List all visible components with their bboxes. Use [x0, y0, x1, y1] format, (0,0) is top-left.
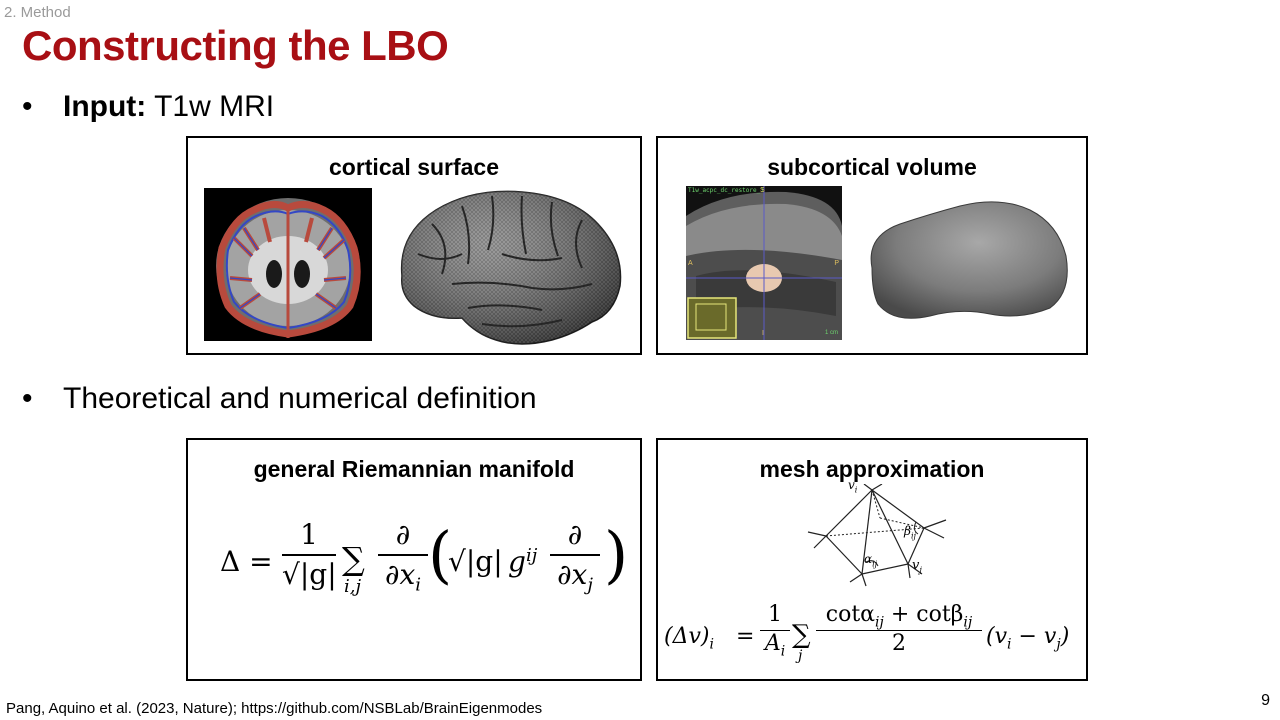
partial-denominator: ∂x	[384, 558, 416, 591]
cot-summation-symbol: ∑	[792, 620, 811, 650]
mri-orient-top: S	[760, 187, 765, 194]
sagittal-mri-image: T1w_acpc_dc_restore_1 S A P I 1 cm	[686, 186, 842, 340]
coronal-mri-image	[204, 188, 372, 341]
mri-orient-bottom: I	[762, 330, 764, 337]
section-label: 2. Method	[4, 4, 71, 21]
cot-lhs: (Δv)i	[664, 624, 714, 653]
summation-subscript: i,j	[344, 576, 362, 597]
summation-symbol: ∑	[342, 540, 365, 578]
fraction-numerator: 1	[300, 518, 318, 551]
cortical-surface-title: cortical surface	[328, 154, 500, 180]
cortical-mesh-render	[400, 190, 622, 345]
laplace-beltrami-formula: Δ = 1 √|g| ∑ i,j ∂ ∂xi ( √|g| gij ∂ ∂xj …	[220, 518, 640, 608]
vertex-vj-label: vj	[912, 558, 922, 575]
riemannian-manifold-title: general Riemannian manifold	[253, 456, 575, 482]
mri-scale-bar: 1 cm	[824, 330, 838, 336]
subcortical-volume-title: subcortical volume	[767, 154, 977, 180]
bullet-symbol: •	[22, 382, 33, 415]
fraction-bar	[282, 554, 336, 556]
metric-tensor: gij	[508, 545, 538, 579]
mesh-approximation-title: mesh approximation	[759, 456, 985, 482]
bullet-input-label: Input:	[63, 90, 147, 123]
cot-frac-den: A	[764, 631, 781, 656]
bullet-definition-text: Theoretical and numerical definition	[63, 382, 537, 415]
mri-header-label: T1w_acpc_dc_restore_1	[688, 187, 764, 194]
fraction-bar	[378, 554, 428, 556]
cot-equals: =	[736, 624, 755, 649]
subcortical-volume-panel: subcortical volume T1w_acpc_dc_restore_1…	[656, 136, 1088, 355]
fraction-bar	[550, 554, 600, 556]
fraction-bar	[816, 630, 982, 631]
cot-alpha: cotα	[825, 602, 876, 627]
slide-title: Constructing the LBO	[22, 22, 449, 69]
mesh-approximation-panel: mesh approximation vi	[656, 438, 1088, 681]
partial-denominator-2: ∂x	[557, 558, 588, 591]
paren-open: (	[428, 518, 453, 591]
bullet-symbol: •	[22, 90, 33, 123]
fraction-denominator: √|g|	[282, 558, 337, 591]
paren-close: )	[604, 518, 629, 591]
fraction-bar	[760, 630, 790, 631]
subcortical-mesh-render	[870, 201, 1068, 319]
cot-frac-num: 1	[768, 602, 782, 627]
partial-numerator: ∂	[395, 518, 411, 551]
cot-beta: + cotβ	[890, 602, 964, 627]
sagittal-mri-graphic	[686, 186, 842, 340]
angle-beta-label: βij	[904, 524, 916, 541]
riemannian-manifold-panel: general Riemannian manifold Δ = 1 √|g| ∑…	[186, 438, 642, 681]
cotangent-formula: (Δv)i = 1 Ai ∑ j cotαij + cotβij 2 (vi −…	[664, 602, 1070, 664]
bullet-input: • Input: T1w MRI	[22, 90, 422, 126]
inner-sqrt: √|g|	[448, 545, 503, 578]
citation-footer: Pang, Aquino et al. (2023, Nature); http…	[6, 700, 543, 717]
metric-superscript: ij	[525, 545, 538, 566]
partial-denominator-sub: i	[415, 574, 422, 596]
cot-rhs: (vi − vj)	[986, 624, 1070, 653]
partial-denominator-2-sub: j	[587, 574, 593, 596]
bullet-definition: • Theoretical and numerical definition	[22, 382, 722, 418]
vertex-vi-label: vi	[848, 478, 858, 495]
cotangent-mesh-diagram	[807, 484, 947, 587]
mri-orient-left: A	[688, 260, 693, 267]
partial-numerator-2: ∂	[567, 518, 583, 551]
cot-den: 2	[892, 631, 906, 656]
cot-summation-sub: j	[798, 648, 803, 664]
mri-orient-right: P	[834, 260, 839, 267]
angle-alpha-label: αij	[864, 552, 878, 569]
formula-lhs: Δ =	[220, 545, 273, 578]
cortical-surface-panel: cortical surface	[186, 136, 642, 355]
page-number: 9	[1261, 692, 1270, 709]
bullet-input-text: T1w MRI	[146, 90, 275, 123]
